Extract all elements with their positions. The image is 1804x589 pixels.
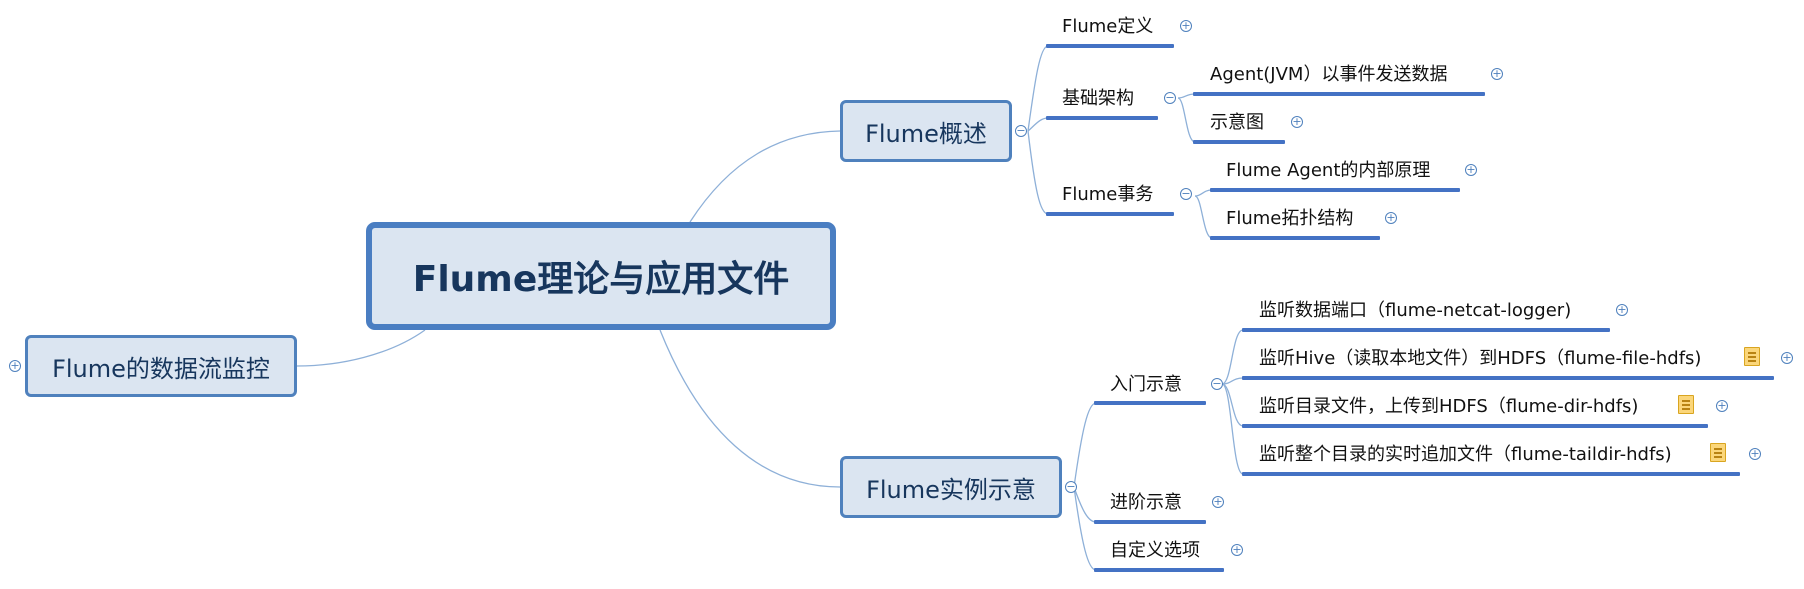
advanced-underline xyxy=(1094,520,1206,524)
main-topic-examples[interactable]: Flume实例示意 xyxy=(840,456,1062,518)
topic-transaction[interactable]: Flume事务 xyxy=(1062,184,1153,206)
hive-note-icon[interactable] xyxy=(1744,347,1760,366)
topology-underline xyxy=(1210,236,1380,240)
connector-tx-internal xyxy=(1194,189,1213,197)
port-label: 监听数据端口（flume-netcat-logger) xyxy=(1259,300,1572,321)
port-expand-icon[interactable]: + xyxy=(1616,303,1628,316)
connector-overview-architecture xyxy=(1027,117,1049,132)
connector-intro-taildir xyxy=(1221,383,1244,475)
connector-overview-definition xyxy=(1027,45,1049,132)
overview-label: Flume概述 xyxy=(865,119,987,148)
examples-label: Flume实例示意 xyxy=(866,475,1036,504)
connector-intro-dir xyxy=(1221,383,1244,427)
agent-label: Agent(JVM）以事件发送数据 xyxy=(1210,64,1448,85)
diagram-label: 示意图 xyxy=(1210,112,1264,133)
monitoring-label: Flume的数据流监控 xyxy=(52,354,270,383)
topic-custom[interactable]: 自定义选项 xyxy=(1110,540,1200,562)
intro-underline xyxy=(1094,401,1206,405)
definition-expand-icon[interactable]: + xyxy=(1180,19,1192,32)
main-topic-monitoring[interactable]: Flume的数据流监控 xyxy=(25,335,297,397)
diagram-underline xyxy=(1193,140,1285,144)
examples-collapse-icon[interactable]: − xyxy=(1065,480,1077,493)
connector-intro-hive xyxy=(1221,377,1244,385)
connector-arch-diagram xyxy=(1177,97,1196,143)
topic-agent[interactable]: Agent(JVM）以事件发送数据 xyxy=(1210,64,1447,86)
taildir-underline xyxy=(1242,472,1740,476)
topic-definition[interactable]: Flume定义 xyxy=(1062,16,1153,38)
dir-note-icon[interactable] xyxy=(1678,395,1694,414)
dir-underline xyxy=(1242,424,1708,428)
topic-architecture[interactable]: 基础架构 xyxy=(1062,88,1134,110)
connector-central-examples xyxy=(659,329,841,488)
connector-central-overview xyxy=(689,130,841,223)
agent-expand-icon[interactable]: + xyxy=(1491,67,1503,80)
monitoring-expand-icon[interactable]: + xyxy=(9,359,21,372)
topology-label: Flume拓扑结构 xyxy=(1226,208,1354,229)
agent-underline xyxy=(1193,92,1485,96)
architecture-underline xyxy=(1046,116,1158,120)
custom-underline xyxy=(1094,568,1224,572)
architecture-collapse-icon[interactable]: − xyxy=(1164,91,1176,104)
connector-examples-custom xyxy=(1073,486,1097,571)
transaction-underline xyxy=(1046,212,1174,216)
topic-advanced[interactable]: 进阶示意 xyxy=(1110,492,1182,514)
taildir-label: 监听整个目录的实时追加文件（flume-taildir-hdfs) xyxy=(1259,444,1672,465)
connector-intro-port xyxy=(1221,329,1244,385)
intro-label: 入门示意 xyxy=(1110,374,1182,395)
taildir-expand-icon[interactable]: + xyxy=(1749,447,1761,460)
topic-taildir[interactable]: 监听整个目录的实时追加文件（flume-taildir-hdfs) xyxy=(1259,444,1672,466)
port-underline xyxy=(1242,328,1610,332)
agent-internal-underline xyxy=(1210,188,1460,192)
overview-collapse-icon[interactable]: − xyxy=(1015,124,1027,137)
dir-expand-icon[interactable]: + xyxy=(1716,399,1728,412)
diagram-expand-icon[interactable]: + xyxy=(1291,115,1303,128)
connector-overview-transaction xyxy=(1027,130,1049,215)
agent-internal-label: Flume Agent的内部原理 xyxy=(1226,160,1431,181)
hive-underline xyxy=(1242,376,1774,380)
connector-examples-advanced xyxy=(1073,486,1097,523)
central-topic[interactable]: Flume理论与应用文件 xyxy=(366,222,836,330)
topic-topology[interactable]: Flume拓扑结构 xyxy=(1226,208,1353,230)
topic-diagram[interactable]: 示意图 xyxy=(1210,112,1264,134)
agent-internal-expand-icon[interactable]: + xyxy=(1465,163,1477,176)
topic-agent-internal[interactable]: Flume Agent的内部原理 xyxy=(1226,160,1430,182)
custom-label: 自定义选项 xyxy=(1110,540,1200,561)
topic-port[interactable]: 监听数据端口（flume-netcat-logger) xyxy=(1259,300,1571,322)
transaction-collapse-icon[interactable]: − xyxy=(1180,187,1192,200)
dir-label: 监听目录文件，上传到HDFS（flume-dir-hdfs) xyxy=(1259,396,1639,417)
central-topic-label: Flume理论与应用文件 xyxy=(412,259,790,300)
advanced-label: 进阶示意 xyxy=(1110,492,1182,513)
taildir-note-icon[interactable] xyxy=(1710,443,1726,462)
topic-hive[interactable]: 监听Hive（读取本地文件）到HDFS（flume-file-hdfs) xyxy=(1259,348,1701,370)
connector-examples-intro xyxy=(1073,402,1097,488)
hive-expand-icon[interactable]: + xyxy=(1781,351,1793,364)
custom-expand-icon[interactable]: + xyxy=(1231,543,1243,556)
topology-expand-icon[interactable]: + xyxy=(1385,211,1397,224)
connector-central-monitoring xyxy=(296,329,426,367)
definition-underline xyxy=(1046,44,1174,48)
advanced-expand-icon[interactable]: + xyxy=(1212,495,1224,508)
architecture-label: 基础架构 xyxy=(1062,88,1134,109)
main-topic-overview[interactable]: Flume概述 xyxy=(840,100,1012,162)
connector-tx-topology xyxy=(1194,195,1213,239)
definition-label: Flume定义 xyxy=(1062,16,1154,37)
topic-dir[interactable]: 监听目录文件，上传到HDFS（flume-dir-hdfs) xyxy=(1259,396,1638,418)
topic-intro[interactable]: 入门示意 xyxy=(1110,374,1182,396)
connector-arch-agent xyxy=(1177,93,1196,99)
hive-label: 监听Hive（读取本地文件）到HDFS（flume-file-hdfs) xyxy=(1259,348,1702,369)
transaction-label: Flume事务 xyxy=(1062,184,1154,205)
intro-collapse-icon[interactable]: − xyxy=(1211,377,1223,390)
